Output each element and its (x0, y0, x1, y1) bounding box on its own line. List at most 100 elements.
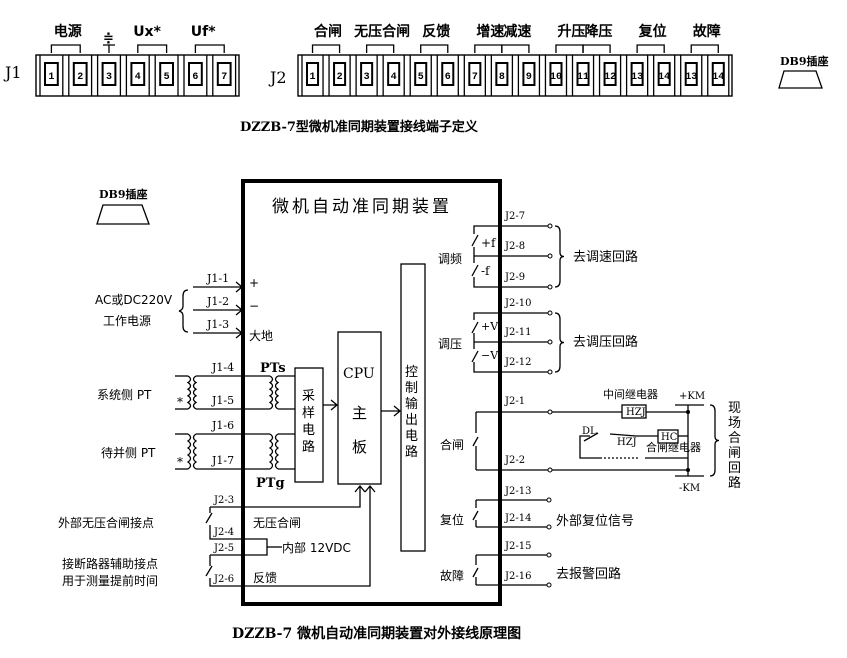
terminal-point (546, 582, 552, 588)
input-terminal-label: J2-4 (213, 527, 234, 538)
terminal-point (547, 467, 553, 473)
cpu-main-label: 主 (352, 404, 367, 422)
control-output-block (400, 263, 426, 552)
transformer-coil (192, 433, 198, 470)
text: 出 (405, 413, 418, 428)
fault-contact (472, 555, 479, 585)
text: 闸 (728, 446, 741, 461)
j2-pin (306, 62, 320, 86)
junction-dot (686, 410, 690, 414)
dl-hzj-contacts (579, 433, 658, 459)
j2-pin (576, 62, 590, 86)
db9-connector-top: DB9插座 (778, 54, 829, 89)
j2-pin (333, 62, 347, 86)
terminal-point (546, 524, 552, 530)
no-voltage-inner-label: 无压合闸 (253, 515, 301, 530)
db9-connector-left: DB9插座 (96, 187, 150, 225)
transformer-coil (268, 375, 274, 410)
volt-terminal-label: J2-10 (504, 298, 531, 309)
group-brace (709, 404, 720, 477)
text: 回 (728, 461, 741, 476)
hzj-contact-label: HZJ (617, 437, 637, 448)
j1-group-bracket (194, 44, 225, 53)
volt-minus-label: −V (481, 349, 499, 362)
group-brace (554, 225, 565, 288)
j2-group-bracket (636, 44, 665, 53)
j1-pin-number: 4 (135, 72, 141, 83)
j2-group-bracket (474, 44, 503, 53)
freq-adjust-label: 调频 (438, 252, 462, 266)
j2-group-bracket (690, 44, 719, 53)
j2-pin-number: 1 (310, 72, 316, 83)
j2-pin (414, 62, 428, 86)
pt-terminal-label: J1-4 (211, 361, 234, 374)
volt-plus-label: +V (481, 320, 499, 333)
transformer-coil (274, 375, 280, 410)
j2-pin-number: 12 (604, 72, 616, 83)
terminal-definition-caption: DZZB-7型微机准同期装置接线端子定义 (240, 119, 479, 135)
j2-group-label: 复位 (638, 23, 667, 40)
j2-pin-number: 11 (577, 72, 589, 83)
reset-terminal-label: J2-14 (504, 513, 531, 524)
j2-pin-number: 2 (337, 72, 343, 83)
transformer-coil (274, 433, 280, 470)
j1-group-label: Uf* (191, 24, 216, 40)
text: 路 (302, 439, 315, 455)
fault-label: 故障 (440, 568, 464, 583)
j2-pin (657, 62, 671, 86)
pt-terminal-label: J1-6 (211, 419, 234, 432)
j2-group-bracket (501, 44, 530, 53)
breaker-aux-label-2: 用于测量提前时间 (62, 573, 158, 588)
volt-adjust-label: 调压 (438, 337, 462, 351)
freq-target-label: 去调速回路 (573, 249, 638, 265)
freq-minus-label: -f (481, 264, 491, 278)
j2-pin-number: 14 (658, 72, 670, 83)
j2-pin (441, 62, 455, 86)
power-source-label-1: AC或DC220V (95, 293, 173, 307)
internal-12vdc-label: 内部 12VDC (282, 540, 351, 555)
group-brace (554, 312, 565, 373)
j1-pin-number: 6 (192, 72, 198, 83)
j2-pin-number: 8 (499, 72, 505, 83)
j2-pin-number: 10 (550, 72, 562, 83)
j1-pin-number: 7 (221, 72, 227, 83)
volt-contacts (471, 312, 480, 373)
polarity-star: * (177, 455, 183, 469)
j2-pin (684, 62, 698, 86)
j2-pin-number: 7 (472, 72, 478, 83)
no-voltage-wire (210, 484, 366, 508)
ptg-label: PTg (256, 476, 285, 491)
volt-terminal-label: J2-11 (504, 327, 531, 338)
j2-group-label: 增速 (476, 23, 504, 40)
db9-label-left: DB9插座 (99, 187, 148, 201)
no-voltage-contact-label: 外部无压合闸接点 (58, 515, 154, 530)
intermediate-relay-label: 中间继电器 (603, 388, 658, 401)
j2-group-label: 降压 (585, 23, 613, 40)
power-source-label-2: 工作电源 (103, 314, 151, 328)
text: 采 (302, 389, 315, 404)
cpu-label: CPU (343, 366, 375, 382)
reset-contact (472, 500, 479, 527)
terminal-point (547, 284, 553, 290)
j1-pin (216, 62, 232, 86)
reset-terminal-label: J2-13 (504, 486, 531, 497)
j2-pin-number: 6 (445, 72, 451, 83)
j2-group-label: 反馈 (422, 23, 450, 40)
j2-group-bracket (311, 44, 341, 53)
hc-label: HC (661, 432, 678, 443)
close-contact (472, 412, 479, 470)
j1-pin-number: 1 (48, 72, 54, 83)
polarity-star: * (177, 395, 183, 409)
freq-terminal-label: J2-8 (504, 241, 525, 252)
input-terminal-label: J2-5 (213, 543, 234, 554)
fault-terminal-label: J2-16 (504, 571, 531, 582)
device-title: 微机自动准同期装置 (272, 197, 452, 217)
terminal-point (546, 497, 552, 503)
j2-group-bracket (365, 44, 395, 53)
j2-label: J2 (268, 68, 287, 87)
cpu-board-block (337, 331, 382, 485)
hzj-label: HZJ (626, 407, 646, 418)
transformer-coil (186, 375, 192, 410)
